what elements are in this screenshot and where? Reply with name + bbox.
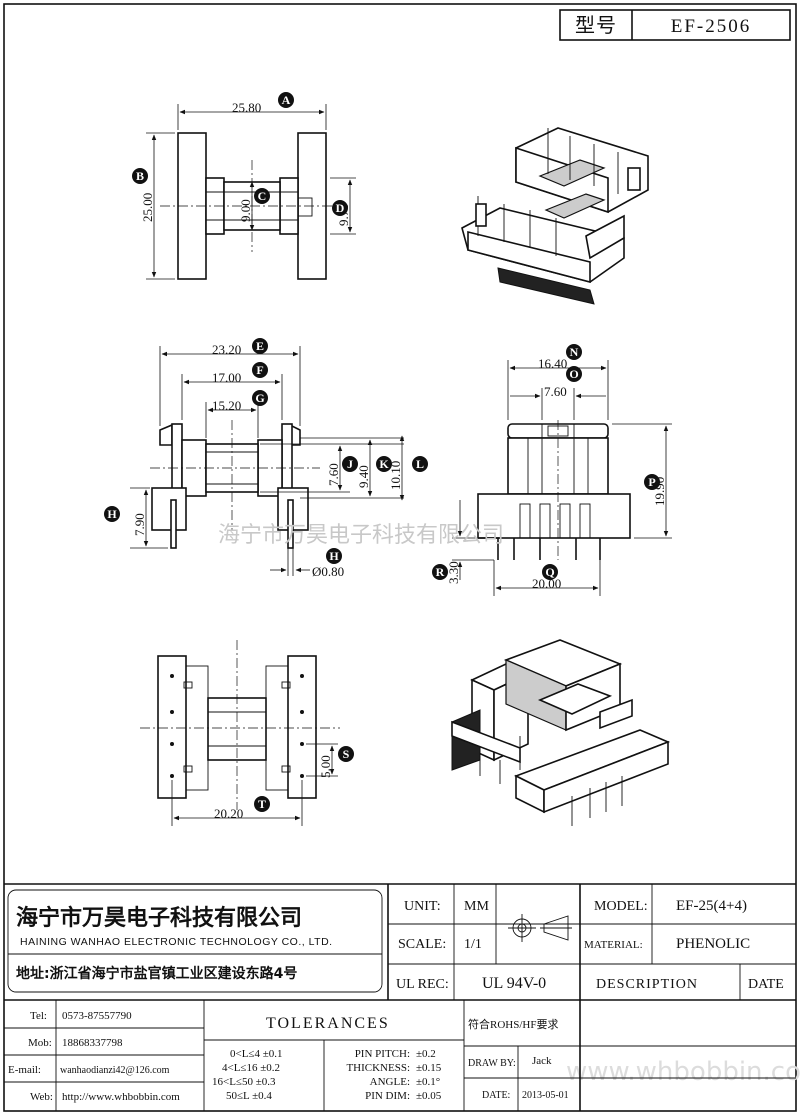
model-field-label: MODEL: — [594, 899, 648, 914]
tol-row-4: 50≤L ±0.4 — [226, 1090, 272, 1102]
dim-o: 7.60 — [544, 384, 567, 399]
balloon-k: K — [379, 457, 389, 471]
thickness-value: ±0.15 — [416, 1062, 442, 1074]
balloon-o: O — [569, 367, 578, 381]
date-header: DATE — [748, 977, 784, 992]
tol-row-3: 16<L≤50 ±0.3 — [212, 1076, 276, 1088]
dim-k: 9.40 — [356, 465, 371, 488]
title-block: 海宁市万昊电子科技有限公司 HAINING WANHAO ELECTRONIC … — [4, 883, 796, 1111]
dim-e: 23.20 — [212, 342, 241, 357]
balloon-b: B — [136, 169, 144, 183]
material-value: PHENOLIC — [676, 936, 750, 952]
dim-n: 16.40 — [538, 356, 567, 371]
pin-pitch-value: ±0.2 — [416, 1048, 436, 1060]
balloon-s: S — [343, 747, 350, 761]
dim-a: 25.80 — [232, 100, 261, 115]
angle-label: ANGLE: — [370, 1076, 410, 1088]
dim-s: 5.00 — [318, 755, 333, 778]
isometric-view-bottom — [451, 639, 671, 826]
tel-value: 0573-87557790 — [62, 1010, 132, 1022]
dim-q: 20.00 — [532, 576, 561, 591]
rohs-note: 符合ROHS/HF要求 — [468, 1017, 558, 1031]
balloon-t: T — [258, 797, 266, 811]
draw-by-label: DRAW BY: — [468, 1058, 516, 1069]
balloon-g: G — [255, 391, 264, 405]
footer-watermark: www.whbobbin.com — [566, 1057, 800, 1087]
balloon-h-pin: H — [329, 549, 339, 563]
company-address: 地址:浙江省海宁市盐官镇工业区建设东路4号 — [16, 965, 297, 982]
watermark-text: 海宁市万昊电子科技有限公司 — [218, 523, 504, 548]
web-value: http://www.whbobbin.com — [62, 1091, 180, 1103]
scale-label: SCALE: — [398, 937, 446, 952]
dim-t: 20.20 — [214, 806, 243, 821]
front-view: 23.20 17.00 15.20 7.60 9.40 10.10 7.90 Ø… — [104, 338, 428, 579]
mob-value: 18868337798 — [62, 1037, 123, 1049]
projection-symbol-icon — [508, 914, 572, 942]
description-header: DESCRIPTION — [596, 977, 698, 992]
sheet-border — [3, 3, 797, 1112]
model-field-value: EF-25(4+4) — [676, 898, 747, 914]
balloon-q: Q — [545, 565, 554, 579]
balloon-f: F — [256, 363, 263, 377]
side-view: 16.40 7.60 19.90 3.30 20.00 N O P R Q — [432, 344, 672, 596]
balloon-p: P — [648, 475, 655, 489]
unit-label: UNIT: — [404, 899, 441, 914]
unit-value: MM — [464, 899, 489, 914]
pin-pitch-label: PIN PITCH: — [355, 1048, 410, 1060]
dim-j: 7.60 — [326, 463, 341, 486]
scale-value: 1/1 — [464, 937, 482, 952]
dim-r: 3.30 — [446, 561, 461, 584]
company-name-en: HAINING WANHAO ELECTRONIC TECHNOLOGY CO.… — [20, 936, 333, 948]
model-title-box: 型号 EF-2506 — [559, 9, 791, 41]
ul-rec-value: UL 94V-0 — [482, 975, 546, 992]
balloon-l: L — [416, 457, 424, 471]
dim-h-pin: Ø0.80 — [312, 564, 344, 579]
tol-row-1: 0<L≤4 ±0.1 — [230, 1048, 283, 1060]
pin-dim-label: PIN DIM: — [365, 1090, 410, 1102]
company-name-cn: 海宁市万昊电子科技有限公司 — [16, 905, 302, 931]
balloon-e: E — [256, 339, 264, 353]
mob-label: Mob: — [28, 1037, 52, 1049]
email-label: E-mail: — [8, 1064, 41, 1076]
balloon-c: C — [258, 189, 267, 203]
material-label: MATERIAL: — [584, 939, 643, 951]
model-number: EF-2506 — [671, 16, 752, 37]
draw-by-value: Jack — [532, 1055, 552, 1067]
thickness-label: THICKNESS: — [346, 1062, 410, 1074]
balloon-j: J — [347, 457, 353, 471]
dim-g: 15.20 — [212, 398, 241, 413]
dim-l: 10.10 — [388, 461, 403, 490]
top-view: 25.80 25.00 9.00 9.70 A B C D — [132, 92, 356, 280]
balloon-r: R — [436, 565, 445, 579]
balloon-a: A — [282, 93, 291, 107]
web-label: Web: — [30, 1091, 53, 1103]
date-field-label: DATE: — [482, 1090, 510, 1101]
dim-h-height: 7.90 — [132, 513, 147, 536]
email-value: wanhaodianzi42@126.com — [60, 1065, 170, 1076]
model-label: 型号 — [575, 14, 617, 37]
angle-value: ±0.1° — [416, 1076, 440, 1088]
balloon-d: D — [336, 201, 345, 215]
balloon-h-height: H — [107, 507, 117, 521]
dim-b: 25.00 — [140, 193, 155, 222]
pin-dim-value: ±0.05 — [416, 1090, 442, 1102]
tolerances-header: TOLERANCES — [266, 1015, 390, 1032]
dim-f: 17.00 — [212, 370, 241, 385]
dim-c: 9.00 — [238, 199, 253, 222]
tol-row-2: 4<L≤16 ±0.2 — [222, 1062, 280, 1074]
isometric-view-top — [461, 127, 649, 305]
ul-rec-label: UL REC: — [396, 977, 449, 992]
bottom-view: 5.00 20.20 S T — [140, 640, 354, 826]
tel-label: Tel: — [30, 1010, 47, 1022]
balloon-n: N — [570, 345, 579, 359]
date-field-value: 2013-05-01 — [522, 1090, 569, 1101]
